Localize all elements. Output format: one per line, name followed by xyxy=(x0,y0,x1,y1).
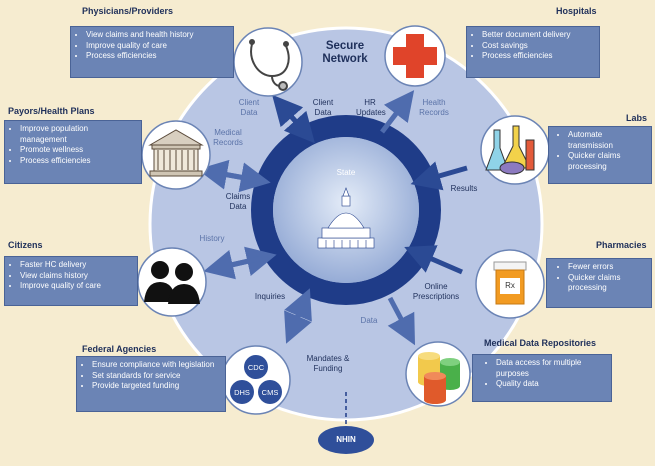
payors-box: Improve population management Promote we… xyxy=(4,120,142,184)
agency-circles xyxy=(230,355,282,404)
hospitals-title: Hospitals xyxy=(556,6,597,16)
pharmacies-title: Pharmacies xyxy=(596,240,647,250)
list-item: Process efficiencies xyxy=(482,51,593,62)
pharmacies-box: Fewer errors Quicker claims processing xyxy=(546,258,652,308)
arrow-history-back xyxy=(203,250,263,280)
list-item: Promote wellness xyxy=(20,145,135,156)
arrow-data xyxy=(387,296,416,346)
arrow-hr-updates xyxy=(380,90,415,134)
arrow-results xyxy=(410,161,468,191)
flow-client-data-inner: Client Data xyxy=(312,98,334,117)
list-item: Cost savings xyxy=(482,41,593,52)
physicians-box: View claims and health history Improve q… xyxy=(70,26,234,78)
arrow-inquiries-back xyxy=(284,301,312,344)
state-hub xyxy=(273,137,419,283)
flow-claims-data: Claims Data xyxy=(225,192,251,211)
list-item: View claims history xyxy=(20,271,131,282)
arrow-online-prescriptions xyxy=(404,245,463,275)
list-item: Quicker claims processing xyxy=(568,151,645,172)
repositories-box: Data access for multiple purposes Qualit… xyxy=(472,354,612,402)
arrow-client-data-back xyxy=(272,94,307,134)
list-item: Quality data xyxy=(496,379,605,390)
pill-bottle-icon xyxy=(493,261,527,305)
agency-dhs: DHS xyxy=(234,388,250,397)
list-item: Fewer errors xyxy=(568,262,645,273)
database-icon xyxy=(418,352,460,404)
list-item: Ensure compliance with legislation xyxy=(92,360,219,371)
flow-health-records: Health Records xyxy=(419,98,449,117)
flow-results: Results xyxy=(450,184,478,193)
people-icon xyxy=(144,261,200,304)
flow-client-data-outer: Client Data xyxy=(238,98,260,117)
flow-hr-updates: HR Updates xyxy=(356,98,386,117)
red-cross-icon xyxy=(393,34,437,78)
list-item: Automate transmission xyxy=(568,130,645,151)
flow-inquiries: Inquiries xyxy=(254,292,286,301)
list-item: Improve quality of care xyxy=(86,41,227,52)
list-item: Improve quality of care xyxy=(20,281,131,292)
list-item: Improve population management xyxy=(20,124,135,145)
list-item: Faster HC delivery xyxy=(20,260,131,271)
flow-data: Data xyxy=(360,316,378,325)
citizens-title: Citizens xyxy=(8,240,43,250)
physicians-title: Physicians/Providers xyxy=(82,6,174,16)
federal-box: Ensure compliance with legislation Set s… xyxy=(76,356,226,412)
flow-online-prescriptions: Online Prescriptions xyxy=(412,282,460,301)
state-label: State xyxy=(336,168,356,177)
list-item: Quicker claims processing xyxy=(568,273,645,294)
repositories-title: Medical Data Repositories xyxy=(484,338,597,348)
federal-title: Federal Agencies xyxy=(82,344,157,354)
flow-mandates-funding: Mandates & Funding xyxy=(306,354,350,373)
rx-label: Rx xyxy=(505,281,515,290)
arrow-claims-data-back xyxy=(197,159,257,190)
flow-history: History xyxy=(199,234,225,243)
list-item: View claims and health history xyxy=(86,30,227,41)
building-icon xyxy=(148,129,204,177)
list-item: Process efficiencies xyxy=(86,51,227,62)
hospitals-box: Better document delivery Cost savings Pr… xyxy=(466,26,600,78)
citizens-box: Faster HC delivery View claims history I… xyxy=(4,256,138,306)
list-item: Better document delivery xyxy=(482,30,593,41)
state-ring xyxy=(251,115,441,305)
list-item: Provide targeted funding xyxy=(92,381,219,392)
agency-cdc: CDC xyxy=(247,363,265,372)
agency-cms: CMS xyxy=(261,388,279,397)
flask-icon xyxy=(485,125,535,175)
flow-medical-records: Medical Records xyxy=(213,128,243,147)
list-item: Data access for multiple purposes xyxy=(496,358,605,379)
labs-title: Labs xyxy=(626,113,648,123)
payors-title: Payors/Health Plans xyxy=(8,106,95,116)
list-item: Set standards for service xyxy=(92,371,219,382)
nhin-node xyxy=(318,426,374,454)
labs-box: Automate transmission Quicker claims pro… xyxy=(548,126,652,184)
list-item: Process efficiencies xyxy=(20,156,135,167)
nhin-label: NHIN xyxy=(336,435,356,444)
capitol-icon xyxy=(317,187,375,249)
stethoscope-icon xyxy=(249,39,290,91)
network-title: Secure Network xyxy=(322,40,368,65)
